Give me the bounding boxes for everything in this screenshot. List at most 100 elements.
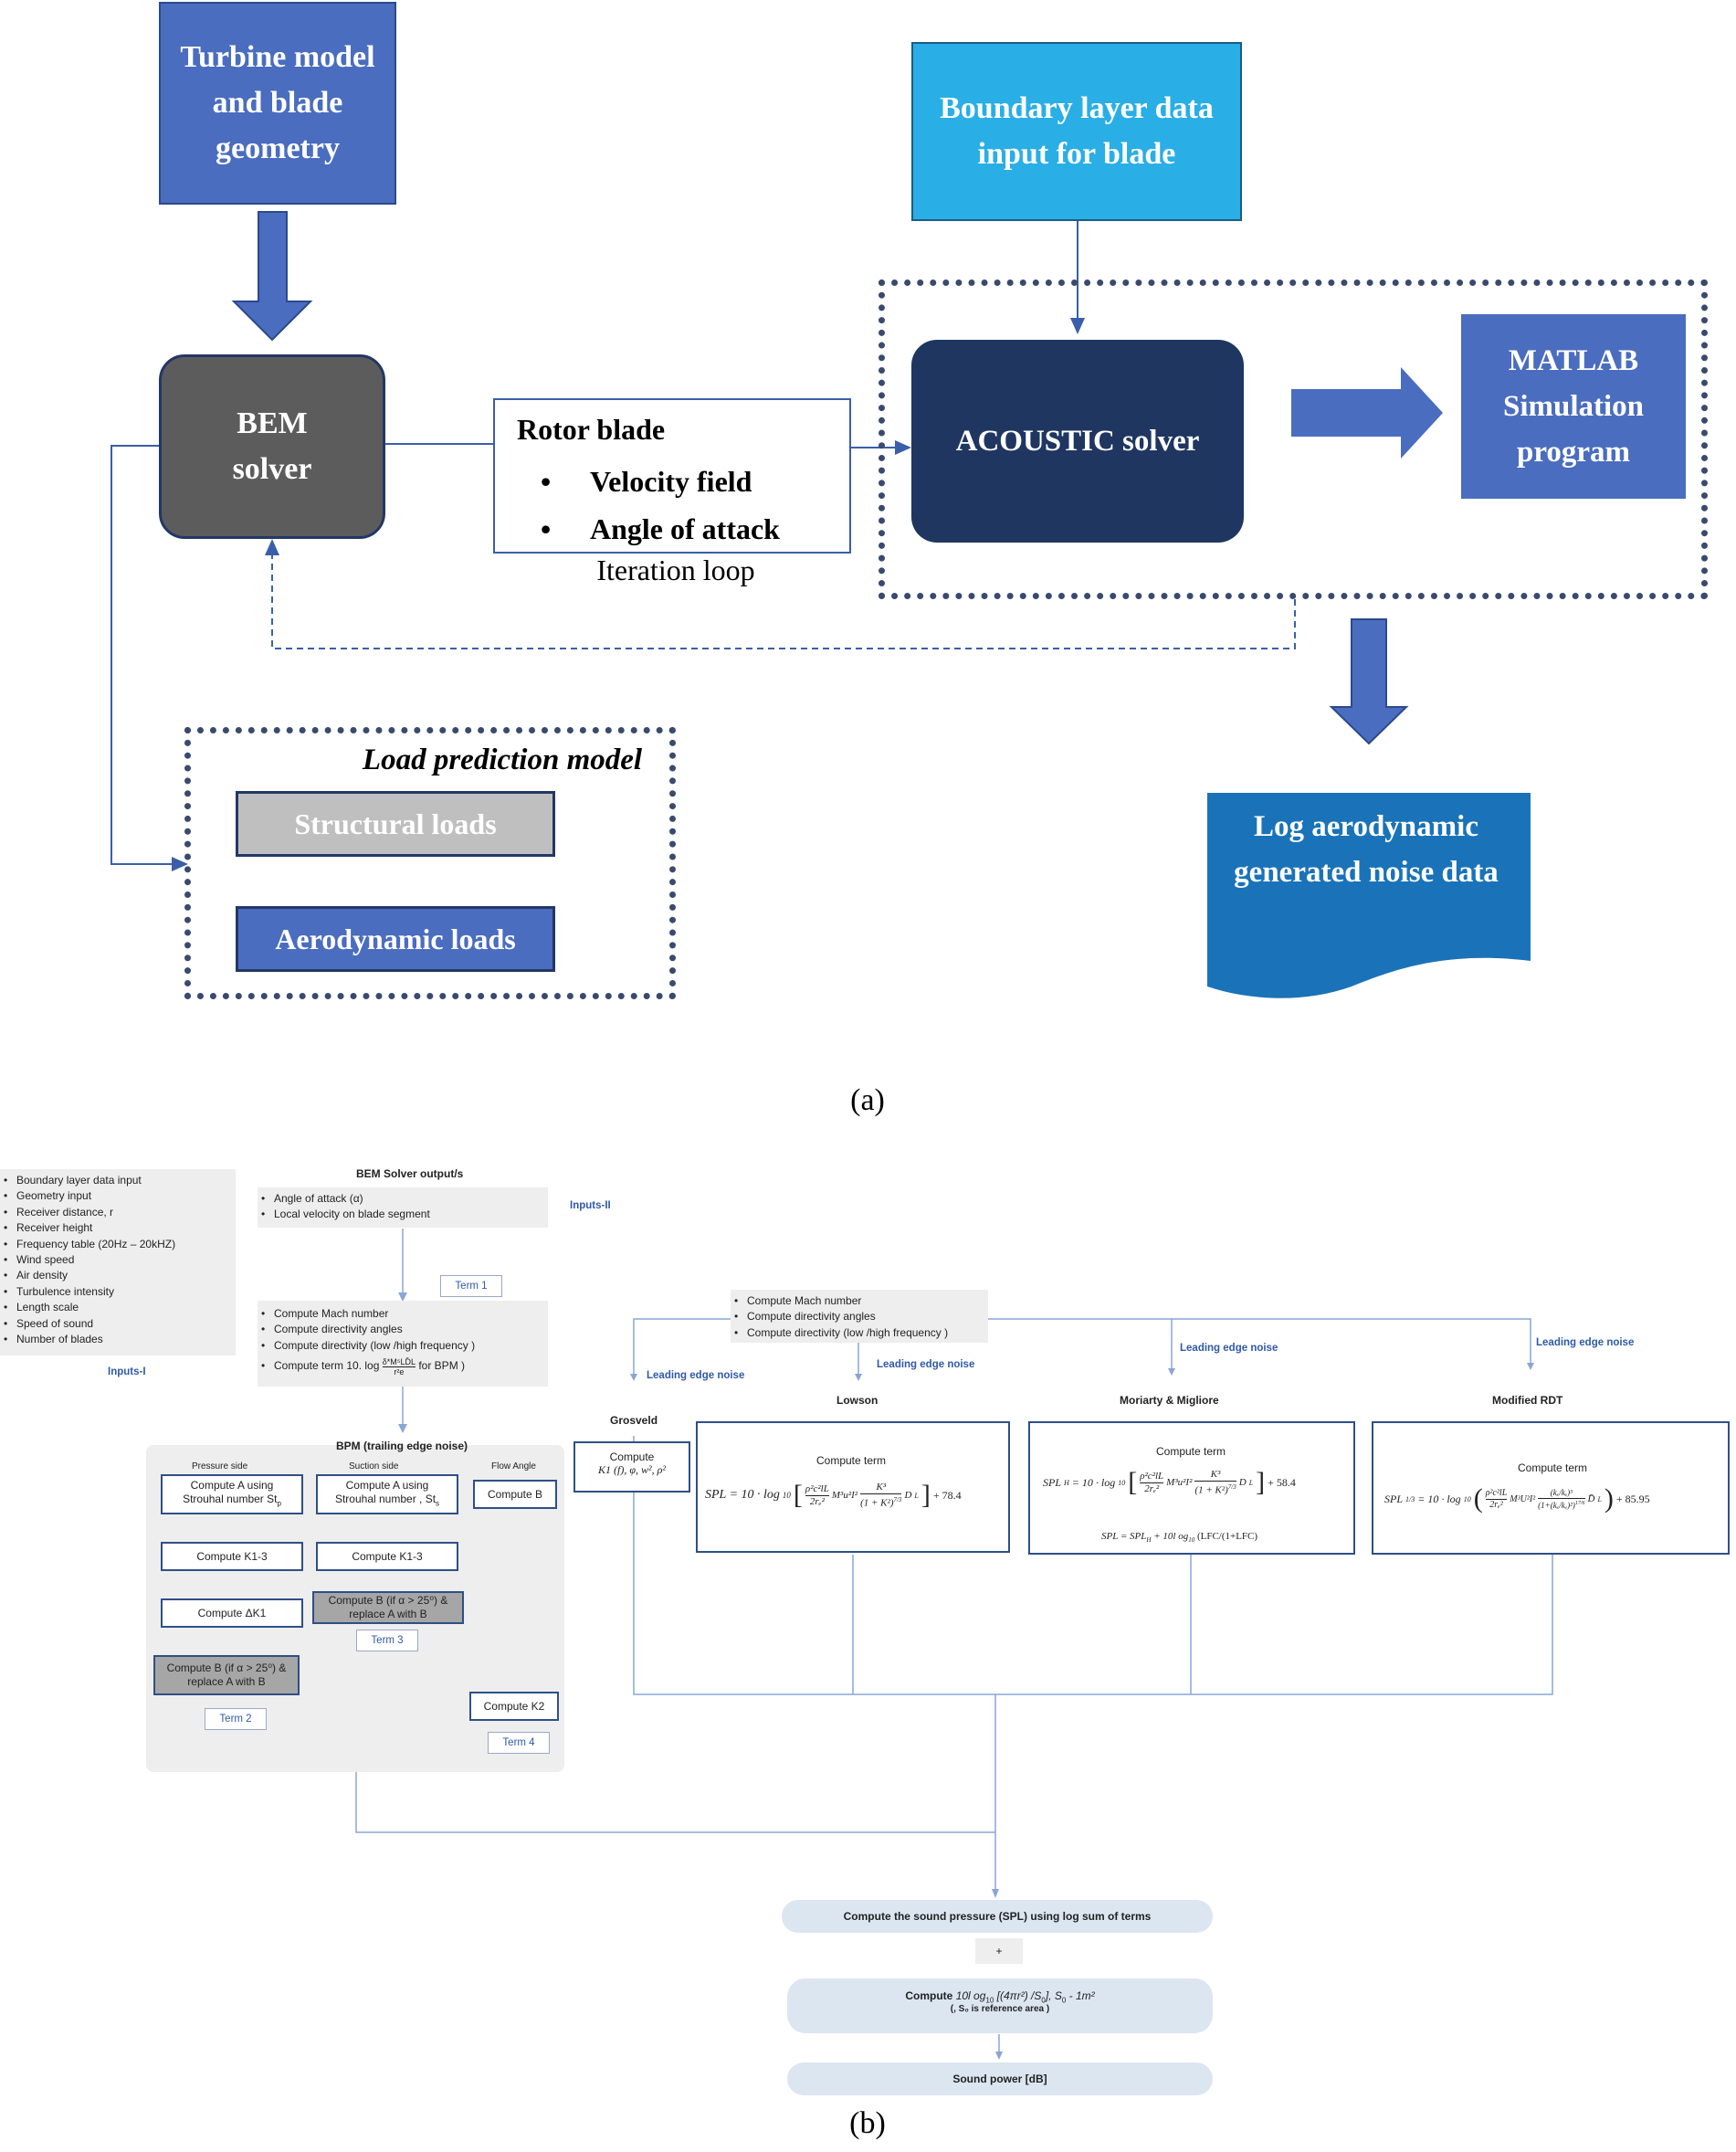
compute-block-panel: Compute Mach number Compute directivity … [258, 1301, 548, 1387]
moriarty-line2: SPL = SPLH + 10l og10 (LFC/(1+LFC) [1101, 1531, 1258, 1545]
matlab-label: MATLAB Simulation program [1502, 344, 1645, 469]
iteration-loop-label: Iteration loop [596, 554, 755, 586]
reference-area-note: (, S₀ is reference area ) [950, 2004, 1050, 2015]
le-label-grosveld: Leading edge noise [647, 1370, 745, 1381]
flow-compute-k2-box: Compute K2 [469, 1692, 559, 1721]
pressure-side-label: Pressure side [192, 1461, 248, 1472]
pressure-compute-dk1-box: Compute ΔK1 [161, 1598, 303, 1628]
moriarty-eq: = 10 · log [1071, 1475, 1116, 1489]
bem-output-title: BEM Solver output/s [356, 1167, 464, 1180]
moriarty-psub: H [1064, 1478, 1069, 1487]
acoustic-solver-box: ACOUSTIC solver [911, 340, 1244, 543]
acoustic-to-log-arrow [1329, 618, 1409, 745]
list-item: Speed of sound [0, 1316, 236, 1333]
pressure-st-sub: p [277, 1499, 281, 1508]
suction-compute-a-line2: Strouhal number , Sts [335, 1493, 439, 1510]
pressure-compute-b-box: Compute B (if α > 25⁰) & replace A with … [153, 1655, 300, 1695]
rdt-title: Modified RDT [1492, 1394, 1563, 1407]
rotor-item-angle: Angle of attack [541, 505, 849, 553]
lowson-kexp: 7/3 [893, 1495, 902, 1503]
load-prediction-group [184, 727, 676, 999]
rotor-item-velocity: Velocity field [541, 458, 849, 505]
rdt-psub: 1/3 [1405, 1494, 1415, 1503]
part-a-connectors [110, 211, 1531, 998]
term-four-badge: Term 4 [488, 1732, 550, 1754]
le-label-moriarty: Leading edge noise [1180, 1343, 1278, 1354]
list-item: Number of blades [0, 1332, 236, 1348]
boundary-layer-label: Boundary layer data input for blade [940, 91, 1214, 171]
term-two-badge: Term 2 [205, 1708, 267, 1730]
suction-st-sub: s [436, 1499, 440, 1508]
rdt-num: ρ²c²lL [1485, 1487, 1508, 1500]
reference-area-line1: Compute 10l og10 [(4πr²) /S0], S0 - 1m² [905, 1989, 1095, 2005]
suction-side-label: Suction side [349, 1461, 399, 1472]
reference-area-compute: Compute [905, 1989, 953, 2002]
list-item: Local velocity on blade segment [258, 1207, 548, 1223]
lowson-num: ρ²c²lL [805, 1482, 829, 1496]
lowson-suffix: + 78.4 [932, 1488, 962, 1502]
bem-to-load-arrowhead [172, 857, 188, 871]
compute-term-suffix: for BPM ) [418, 1359, 466, 1373]
matlab-box: MATLAB Simulation program [1461, 314, 1686, 499]
iteration-feedback-arrowhead [265, 539, 279, 555]
pressure-compute-b-line2: replace A with B [187, 1675, 266, 1688]
moriarty-dl: D [1238, 1477, 1247, 1488]
inputs-one-panel: Boundary layer data input Geometry input… [0, 1169, 236, 1356]
moriarty-line2b: + 10l og [1153, 1531, 1189, 1542]
suction-compute-a-line1: Compute A using [345, 1478, 429, 1492]
reference-area-s: ], S [1045, 1989, 1062, 2002]
list-item: Compute directivity angles [731, 1309, 988, 1325]
acoustic-group-border [879, 280, 1708, 599]
list-item: Turbulence intensity [0, 1284, 236, 1301]
acoustic-to-matlab-arrow [1291, 367, 1443, 459]
suction-compute-b-line2: replace A with B [349, 1608, 427, 1620]
moriarty-line2c: (LFC/(1+LFC) [1196, 1531, 1258, 1542]
suction-compute-b-box: Compute B (if α > 25⁰) & replace A with … [312, 1591, 464, 1624]
structural-loads-box: Structural loads [236, 791, 555, 857]
pressure-compute-k13-box: Compute K1-3 [161, 1542, 303, 1571]
lowson-kden: (1 + K²) [860, 1497, 894, 1509]
rdt-dl: D̄ [1587, 1493, 1595, 1504]
list-item: Compute term 10. log δ*M⁵LD̄L r²e for BP… [258, 1354, 548, 1377]
bem-to-load-line [110, 445, 175, 865]
lowson-sub: 10 [782, 1491, 791, 1500]
sound-power-pill: Sound power [dB] [787, 2062, 1213, 2095]
moriarty-sub: 10 [1118, 1478, 1126, 1487]
moriarty-head: Compute term [1156, 1445, 1226, 1458]
boundary-to-acoustic-arrowhead [1070, 318, 1085, 334]
compute-term-prefix: Compute term 10. log [274, 1359, 380, 1373]
list-item: Wind speed [0, 1252, 236, 1269]
list-item: Compute directivity angles [258, 1322, 548, 1338]
rdt-kexp: 17/6 [1574, 1500, 1585, 1506]
grosveld-box: Compute K1 (f), φ, w², ρ² [573, 1441, 690, 1493]
lowson-dl: D [904, 1490, 912, 1501]
aerodynamic-loads-box: Aerodynamic loads [236, 906, 555, 972]
le-label-lowson: Leading edge noise [877, 1359, 975, 1370]
suction-st-text: Strouhal number , St [334, 1492, 437, 1505]
list-item: Angle of attack (α) [258, 1191, 548, 1208]
reference-area-expr: [(4πr²) /S [996, 1989, 1042, 2002]
plus-box: + [975, 1938, 1023, 1964]
moriarty-mid: M³u²I² [1166, 1477, 1193, 1488]
grosveld-formula: K1 (f), φ, w², ρ² [598, 1463, 666, 1476]
rdt-suffix: + 85.95 [1615, 1492, 1650, 1505]
moriarty-den: 2rₑ² [1144, 1482, 1160, 1494]
rdt-sub: 10 [1463, 1494, 1471, 1503]
suction-compute-k13-box: Compute K1-3 [316, 1542, 458, 1571]
moriarty-prefix: SPL [1043, 1475, 1062, 1489]
list-item: Receiver height [0, 1220, 236, 1237]
lowson-mid: M³u²I² [831, 1490, 858, 1501]
rotor-blade-box: Rotor blade Velocity field Angle of atta… [493, 398, 851, 554]
list-item: Air density [0, 1268, 236, 1284]
structural-loads-label: Structural loads [294, 807, 497, 840]
bem-output-panel: Angle of attack (α) Local velocity on bl… [258, 1187, 548, 1228]
turbine-to-bem-arrow [231, 211, 313, 342]
list-item: Compute Mach number [731, 1293, 988, 1310]
compute-block-list: Compute Mach number Compute directivity … [258, 1306, 548, 1377]
grosveld-compute-label: Compute [609, 1450, 655, 1463]
log-document-shape [1207, 793, 1531, 998]
le-compute-panel: Compute Mach number Compute directivity … [731, 1290, 988, 1343]
list-item: Compute directivity (low /high frequency… [731, 1325, 988, 1342]
